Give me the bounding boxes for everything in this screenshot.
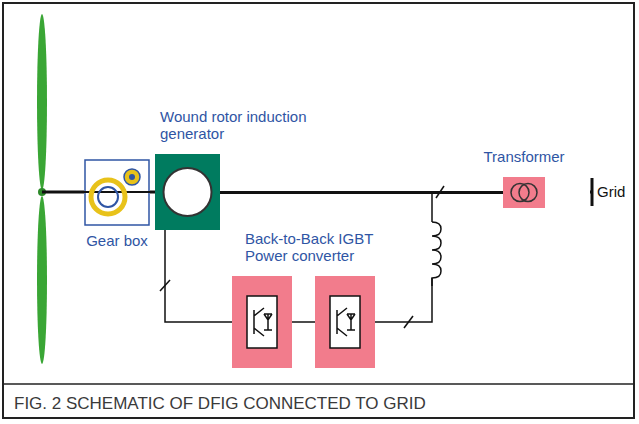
- generator-box: Wound rotor induction generator: [155, 154, 220, 230]
- gearbox-box: Gear box: [84, 159, 150, 226]
- grid-label: Grid: [597, 183, 625, 200]
- part-label: Wound rotor induction generator: [160, 108, 310, 142]
- part-label: Gear box: [86, 232, 148, 249]
- power-line: [165, 230, 232, 322]
- power-line: [150, 191, 155, 194]
- power-converter: Back-to-Back IGBT Power converter: [232, 276, 375, 368]
- part-label: Transformer: [483, 148, 564, 165]
- part-label: Back-to-Back IGBT Power converter: [245, 230, 395, 264]
- transformer-box: Transformer: [503, 177, 545, 208]
- power-line: [375, 193, 503, 323]
- figure-caption: FIG. 2 SCHEMATIC OF DFIG CONNECTED TO GR…: [14, 394, 426, 414]
